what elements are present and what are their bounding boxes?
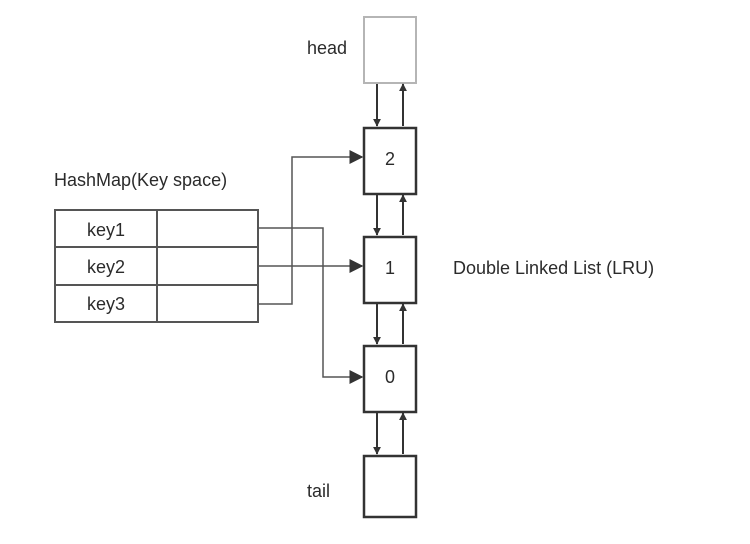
hashmap-key-1: key1: [87, 220, 125, 240]
hashmap-table: [54, 209, 259, 323]
hashmap-key-3: key3: [87, 294, 125, 314]
tail-label: tail: [307, 481, 330, 501]
list-title: Double Linked List (LRU): [453, 258, 654, 278]
head-label: head: [307, 38, 347, 58]
hashmap-title: HashMap(Key space): [54, 170, 227, 190]
tail-node: [362, 454, 418, 519]
key3-pointer-arrow: [258, 150, 364, 305]
list-node-0: [362, 344, 418, 414]
key1-pointer-arrow: [258, 227, 364, 384]
list-node-2-label: 2: [385, 149, 395, 169]
list-node-2: [362, 126, 418, 196]
list-node-1: [362, 235, 418, 305]
list-node-1-label: 1: [385, 258, 395, 278]
hashmap-key-2: key2: [87, 257, 125, 277]
head-node: [363, 16, 417, 84]
list-node-0-label: 0: [385, 367, 395, 387]
